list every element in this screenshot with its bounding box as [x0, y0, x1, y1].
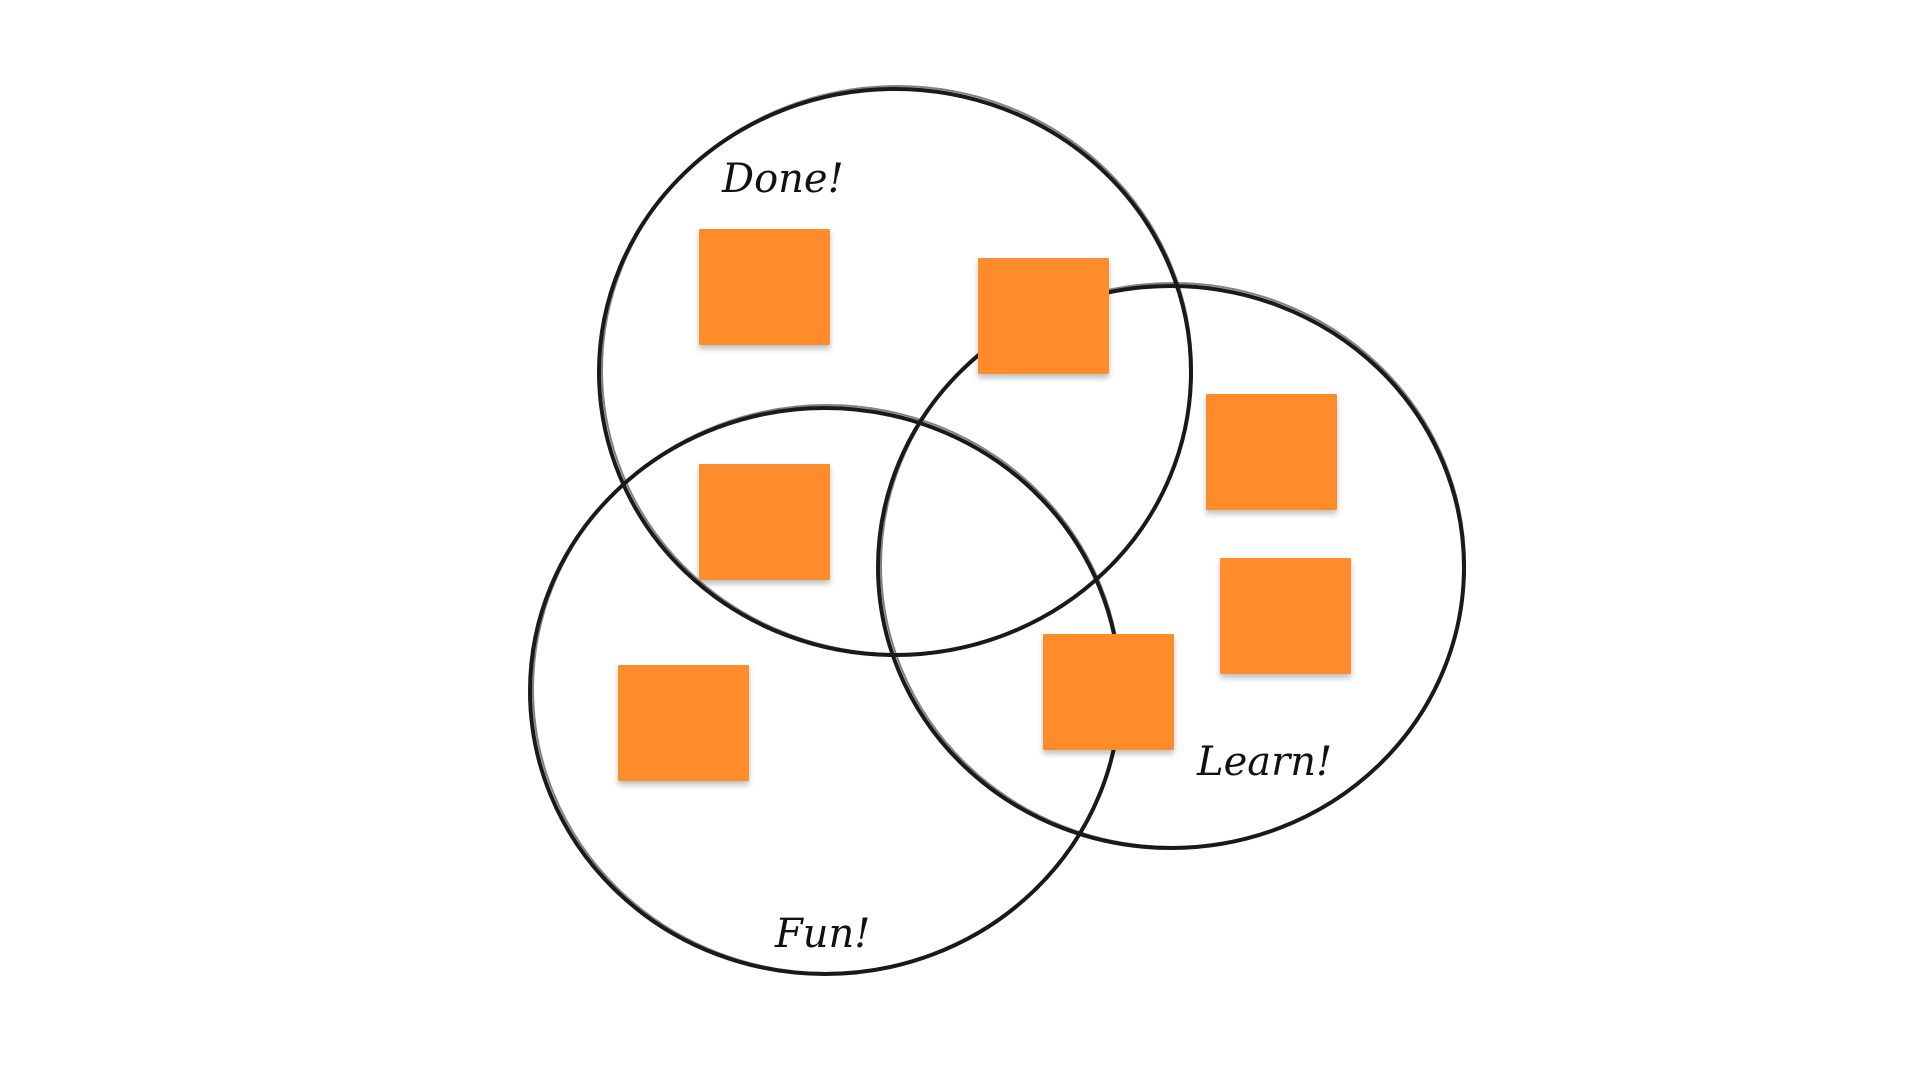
sticky-notes: [618, 229, 1351, 781]
label-fun: Fun!: [774, 911, 870, 957]
sticky-note-done-fun[interactable]: [699, 464, 830, 580]
sticky-note-learn-1[interactable]: [1206, 394, 1337, 510]
label-learn: Learn!: [1196, 739, 1332, 785]
circle-done: [597, 85, 1193, 657]
label-done: Done!: [721, 156, 844, 202]
sticky-note-done[interactable]: [699, 229, 830, 345]
sticky-note-fun[interactable]: [618, 665, 749, 781]
circle-learn-outline-sketch: [880, 282, 1466, 848]
sticky-note-learn-fun[interactable]: [1043, 634, 1174, 750]
sticky-note-learn-2[interactable]: [1220, 558, 1351, 674]
circle-done-outline-sketch: [601, 85, 1193, 655]
circle-learn: [876, 282, 1466, 850]
sticky-note-done-learn[interactable]: [978, 258, 1109, 374]
